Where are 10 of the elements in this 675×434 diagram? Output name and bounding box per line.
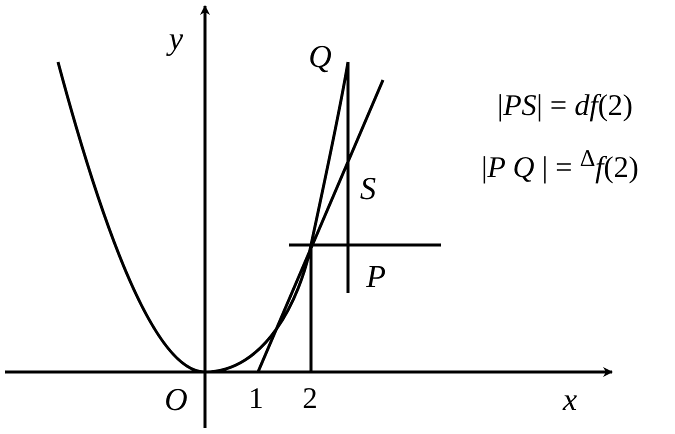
origin-label: O: [164, 383, 188, 415]
formula-text: |PS| = df(2): [497, 91, 633, 121]
axis-label: y: [168, 22, 184, 54]
point-label: P: [366, 260, 386, 292]
tick-label: 2: [302, 384, 318, 414]
tick-label: 1: [248, 384, 264, 414]
point-label: Q: [308, 40, 332, 72]
axis-label: x: [562, 383, 578, 415]
point-label: S: [360, 172, 376, 204]
formula-text: |P Q | = $^{Δ}$f(2): [481, 147, 639, 183]
